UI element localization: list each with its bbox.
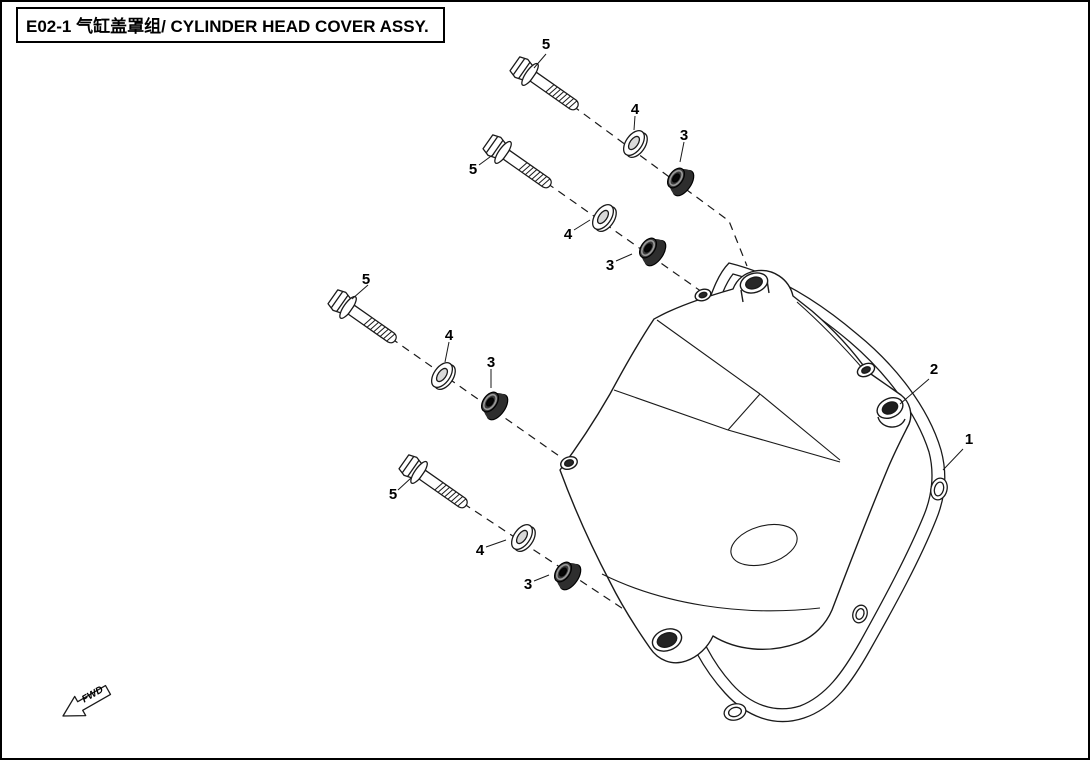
callout-nut-4: 3 <box>524 576 532 593</box>
callout-leader-lines <box>351 53 964 582</box>
nut-part-2 <box>633 231 671 271</box>
cover-part <box>559 269 912 664</box>
callout-gasket: 1 <box>965 431 973 448</box>
bolt-part-3 <box>324 285 404 352</box>
axis-line-4 <box>439 487 641 621</box>
bolt-part-1 <box>506 52 586 119</box>
cover-boss-small-right <box>856 362 876 378</box>
axis-line-3 <box>367 321 563 459</box>
cover-boss-bottom <box>651 628 683 652</box>
washer-part-1 <box>618 126 653 162</box>
nut-part-3 <box>475 385 513 425</box>
callout-washer-3: 4 <box>445 327 454 344</box>
cover-hole-upper <box>694 288 712 302</box>
callout-bolt-4: 5 <box>389 486 397 503</box>
callout-washer-4: 4 <box>476 542 485 559</box>
page-title: E02-1 气缸盖罩组/ CYLINDER HEAD COVER ASSY. <box>26 17 429 36</box>
cover-hole-left <box>560 455 578 471</box>
gasket-bolt-hole-right <box>930 477 948 501</box>
callout-nut-3: 3 <box>487 354 495 371</box>
title-box: E02-1 气缸盖罩组/ CYLINDER HEAD COVER ASSY. <box>16 7 445 43</box>
callout-labels: 5 5 5 5 4 4 4 4 3 3 3 3 2 1 <box>362 36 973 593</box>
washer-part-3 <box>426 358 461 394</box>
gasket-bolt-hole-mid <box>852 604 868 624</box>
axis-line-1 <box>549 88 748 267</box>
cover-boss-top <box>739 272 770 303</box>
nut-part-1 <box>661 161 699 201</box>
bolt-part-2 <box>479 130 559 197</box>
fwd-arrow-shape <box>62 684 112 717</box>
callout-bolt-1: 5 <box>542 36 550 53</box>
washer-part-2 <box>587 200 622 236</box>
callout-nut-1: 3 <box>680 127 688 144</box>
callout-nut-2: 3 <box>606 257 614 274</box>
callout-cover: 2 <box>930 361 938 378</box>
callout-washer-1: 4 <box>631 101 640 118</box>
callout-bolt-2: 5 <box>469 161 477 178</box>
fwd-arrow: FWD <box>62 684 112 717</box>
cover-boss-right <box>876 396 906 428</box>
callout-bolt-3: 5 <box>362 271 370 288</box>
nut-part-4 <box>548 555 586 595</box>
assembly-axis-lines <box>367 88 748 621</box>
gasket-bolt-hole-bottom <box>723 703 747 721</box>
cover-surface-lines <box>601 301 865 612</box>
bolt-part-4 <box>395 450 475 517</box>
cover-outline <box>559 269 912 664</box>
callout-washer-2: 4 <box>564 226 573 243</box>
